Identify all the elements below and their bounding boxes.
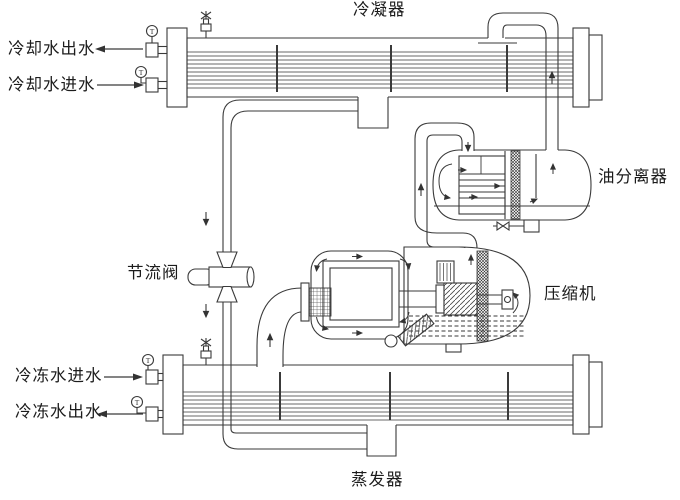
temperature-gauge: T — [130, 395, 146, 414]
cooling-water-inlet-label: 冷却水进水 — [8, 75, 96, 94]
condenser-inlet-nozzle — [145, 77, 168, 93]
evaporator-outlet-nozzle — [145, 406, 164, 422]
oil-drain — [493, 219, 540, 233]
compressor-label: 压缩机 — [544, 284, 597, 303]
safety-valve-icon — [200, 11, 212, 38]
bearing-block — [501, 289, 514, 310]
condenser-outlet-box — [357, 97, 389, 129]
separator-flow-arrows — [438, 162, 556, 204]
evaporator-inlet-nozzle — [145, 369, 164, 385]
cooling-water-outlet-arrow — [95, 45, 143, 53]
separator-plate-stack — [458, 155, 506, 215]
evaporator-right-head — [588, 361, 603, 428]
condenser-right-head — [588, 34, 603, 101]
condenser-baffles — [276, 45, 508, 92]
gauge-symbol: T — [139, 68, 144, 77]
evaporator-left-waterbox — [162, 354, 184, 435]
temperature-gauge: T — [141, 353, 155, 370]
condenser-label: 冷凝器 — [353, 0, 406, 19]
evaporator-inlet-box — [366, 425, 397, 457]
oil-filter-strip — [476, 250, 489, 342]
chilled-water-inlet-arrow — [104, 373, 143, 381]
chilled-water-inlet-label: 冷冻水进水 — [15, 366, 103, 385]
evaporator-right-tubesheet — [572, 354, 590, 435]
condenser-left-waterbox — [166, 27, 188, 108]
shaft — [399, 290, 436, 308]
compressor-flow-arrows — [314, 253, 520, 336]
temperature-gauge: T — [145, 24, 159, 43]
gauge-symbol: T — [150, 27, 155, 36]
safety-valve-icon — [200, 338, 212, 365]
riser-pipe — [487, 12, 559, 150]
compressor-drawing — [300, 246, 531, 353]
temperature-gauge: T — [134, 65, 148, 84]
cooling-water-inlet-arrow — [97, 81, 144, 89]
condenser-drawing — [145, 11, 603, 129]
shaft-flange — [435, 284, 445, 314]
condenser-outlet-nozzle — [145, 42, 168, 58]
discharge-valve-spring — [436, 260, 455, 284]
evaporator-baffles — [279, 372, 509, 420]
chilled-water-outlet-label: 冷冻水出水 — [15, 402, 103, 421]
compressor-casing — [403, 246, 531, 345]
valve-body — [208, 266, 252, 288]
compressor-foot — [445, 343, 462, 353]
chilled-water-outlet-arrow — [97, 410, 143, 418]
oil-strainer — [384, 313, 435, 348]
condenser-right-tubesheet — [572, 27, 590, 108]
separator-vessel — [432, 149, 592, 221]
evaporator-tubes — [183, 391, 573, 421]
oil-separator-drawing — [432, 149, 592, 233]
gauge-symbol: T — [135, 398, 140, 407]
gauge-symbol: T — [146, 356, 151, 365]
evaporator-drawing — [145, 338, 603, 457]
motor-core — [329, 267, 393, 321]
motor-stator — [322, 260, 400, 328]
throttle-valve-label: 节流阀 — [127, 263, 180, 282]
suction-pipe — [256, 287, 303, 367]
cooling-water-outlet-label: 冷却水出水 — [8, 39, 96, 58]
evaporator-label: 蒸发器 — [351, 470, 404, 489]
throttle-valve-drawing — [187, 251, 255, 303]
bearing — [503, 295, 512, 304]
condenser-tubes — [187, 51, 573, 89]
screw-element — [443, 282, 478, 316]
suction-flange — [300, 282, 310, 322]
discharge-pipe — [414, 122, 478, 249]
suction-screen — [308, 287, 332, 317]
oil-separator-label: 油分离器 — [598, 167, 668, 186]
separator-filter-strip — [510, 150, 521, 220]
